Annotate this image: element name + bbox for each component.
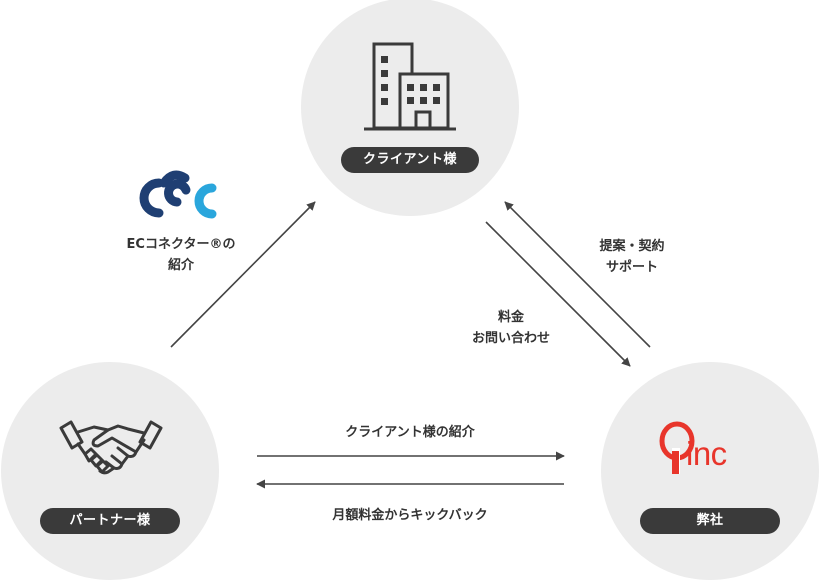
proposal-support-label: 提案・契約 サポート — [572, 236, 692, 278]
arrow-client-to-company — [485, 221, 631, 367]
ec-connector-intro-line1: ECコネクター®の — [126, 237, 236, 252]
proposal-support-line2: サポート — [605, 260, 658, 275]
company-node — [601, 362, 819, 580]
building-icon — [364, 42, 456, 131]
handshake-icon — [59, 420, 163, 475]
arrow-partner-to-client — [170, 201, 316, 348]
fee-inquiry-line2: お問い合わせ — [471, 331, 550, 346]
q-logo-icon — [659, 421, 695, 474]
company-label: 弊社 — [640, 508, 780, 534]
client-label: クライアント様 — [341, 147, 479, 173]
partner-label: パートナー様 — [40, 508, 180, 534]
arrow-company-to-client — [504, 201, 651, 348]
ec-connector-intro-label: ECコネクター®の 紹介 — [96, 234, 266, 276]
kickback-label: 月額料金からキックバック — [332, 508, 488, 523]
ec-connector-logo-icon — [139, 170, 217, 219]
fee-inquiry-line1: 料金 — [497, 310, 524, 325]
ec-connector-intro-line2: 紹介 — [167, 258, 194, 273]
company-logo-text: inc — [686, 435, 727, 472]
proposal-support-line1: 提案・契約 — [599, 239, 665, 254]
fee-inquiry-label: 料金 お問い合わせ — [451, 307, 571, 349]
client-intro-label: クライアント様の紹介 — [345, 425, 475, 440]
